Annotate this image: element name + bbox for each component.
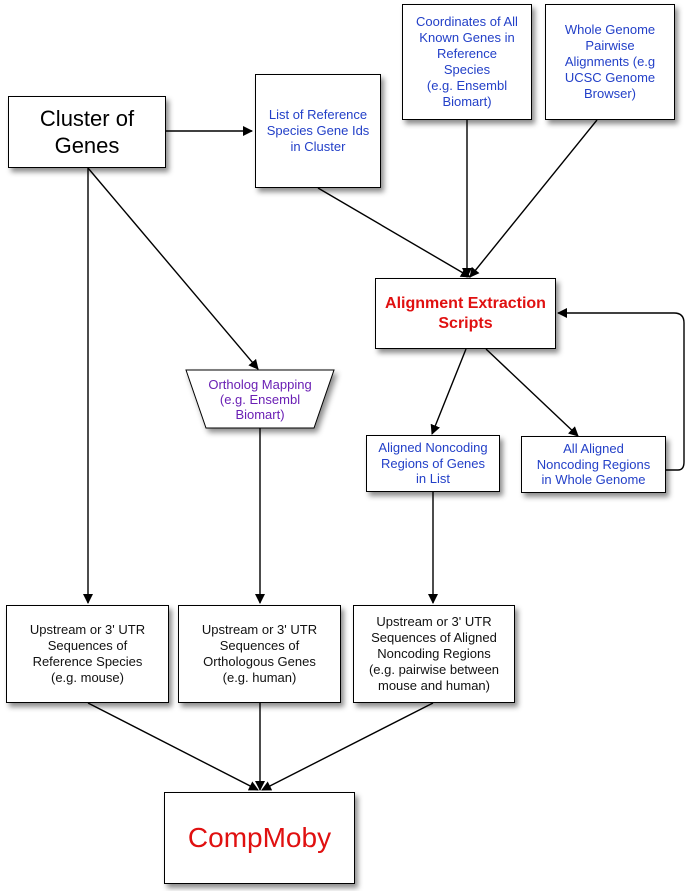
node-cluster-of-genes: Cluster of Genes	[8, 96, 166, 168]
node-alignment-extraction-scripts: Alignment Extraction Scripts	[375, 278, 556, 349]
node-aligned-regions-in-list: Aligned Noncoding Regions of Genes in Li…	[366, 435, 500, 492]
node-sequences-orthologous-genes-label: Upstream or 3' UTR Sequences of Ortholog…	[201, 622, 318, 685]
node-sequences-reference-species: Upstream or 3' UTR Sequences of Referenc…	[6, 605, 169, 703]
node-ortholog-mapping: Ortholog Mapping (e.g. Ensembl Biomart)	[188, 372, 332, 426]
node-compmoby-label: CompMoby	[187, 821, 332, 853]
node-whole-genome-alignments-label: Whole Genome Pairwise Alignments (e.g UC…	[564, 22, 656, 101]
node-sequences-aligned-regions: Upstream or 3' UTR Sequences of Aligned …	[353, 605, 515, 703]
node-sequences-orthologous-genes: Upstream or 3' UTR Sequences of Ortholog…	[178, 605, 341, 703]
node-reference-gene-ids-label: List of Reference Species Gene Ids in Cl…	[266, 107, 370, 154]
node-gene-coordinates: Coordinates of All Known Genes in Refere…	[402, 4, 532, 120]
node-sequences-aligned-regions-label: Upstream or 3' UTR Sequences of Aligned …	[368, 614, 500, 693]
node-compmoby: CompMoby	[164, 792, 355, 884]
node-reference-gene-ids: List of Reference Species Gene Ids in Cl…	[255, 74, 381, 188]
node-alignment-extraction-scripts-label: Alignment Extraction Scripts	[385, 294, 546, 332]
edge-extraction-to-alignedall	[485, 348, 579, 437]
edge-wholegenome-to-extraction	[469, 119, 598, 278]
node-aligned-regions-in-list-label: Aligned Noncoding Regions of Genes in Li…	[378, 439, 488, 487]
node-whole-genome-alignments: Whole Genome Pairwise Alignments (e.g UC…	[545, 4, 675, 120]
node-sequences-reference-species-label: Upstream or 3' UTR Sequences of Referenc…	[29, 622, 146, 685]
ortholog-trapezoid	[185, 369, 335, 429]
edge-seqaligned-to-compmoby	[261, 702, 434, 791]
edge-alignedall-feedback	[557, 308, 685, 471]
edge-geneids-to-extraction	[317, 187, 471, 278]
edge-extraction-to-alignedlist	[430, 348, 467, 435]
node-aligned-regions-whole-genome: All Aligned Noncoding Regions in Whole G…	[521, 436, 666, 493]
edge-seqref-to-compmoby	[87, 702, 259, 791]
node-aligned-regions-whole-genome-label: All Aligned Noncoding Regions in Whole G…	[536, 440, 651, 488]
node-gene-coordinates-label: Coordinates of All Known Genes in Refere…	[416, 14, 518, 109]
node-cluster-of-genes-label: Cluster of Genes	[39, 105, 135, 159]
edge-cluster-to-ortholog	[87, 167, 259, 370]
node-ortholog-mapping-label: Ortholog Mapping (e.g. Ensembl Biomart)	[208, 376, 312, 422]
